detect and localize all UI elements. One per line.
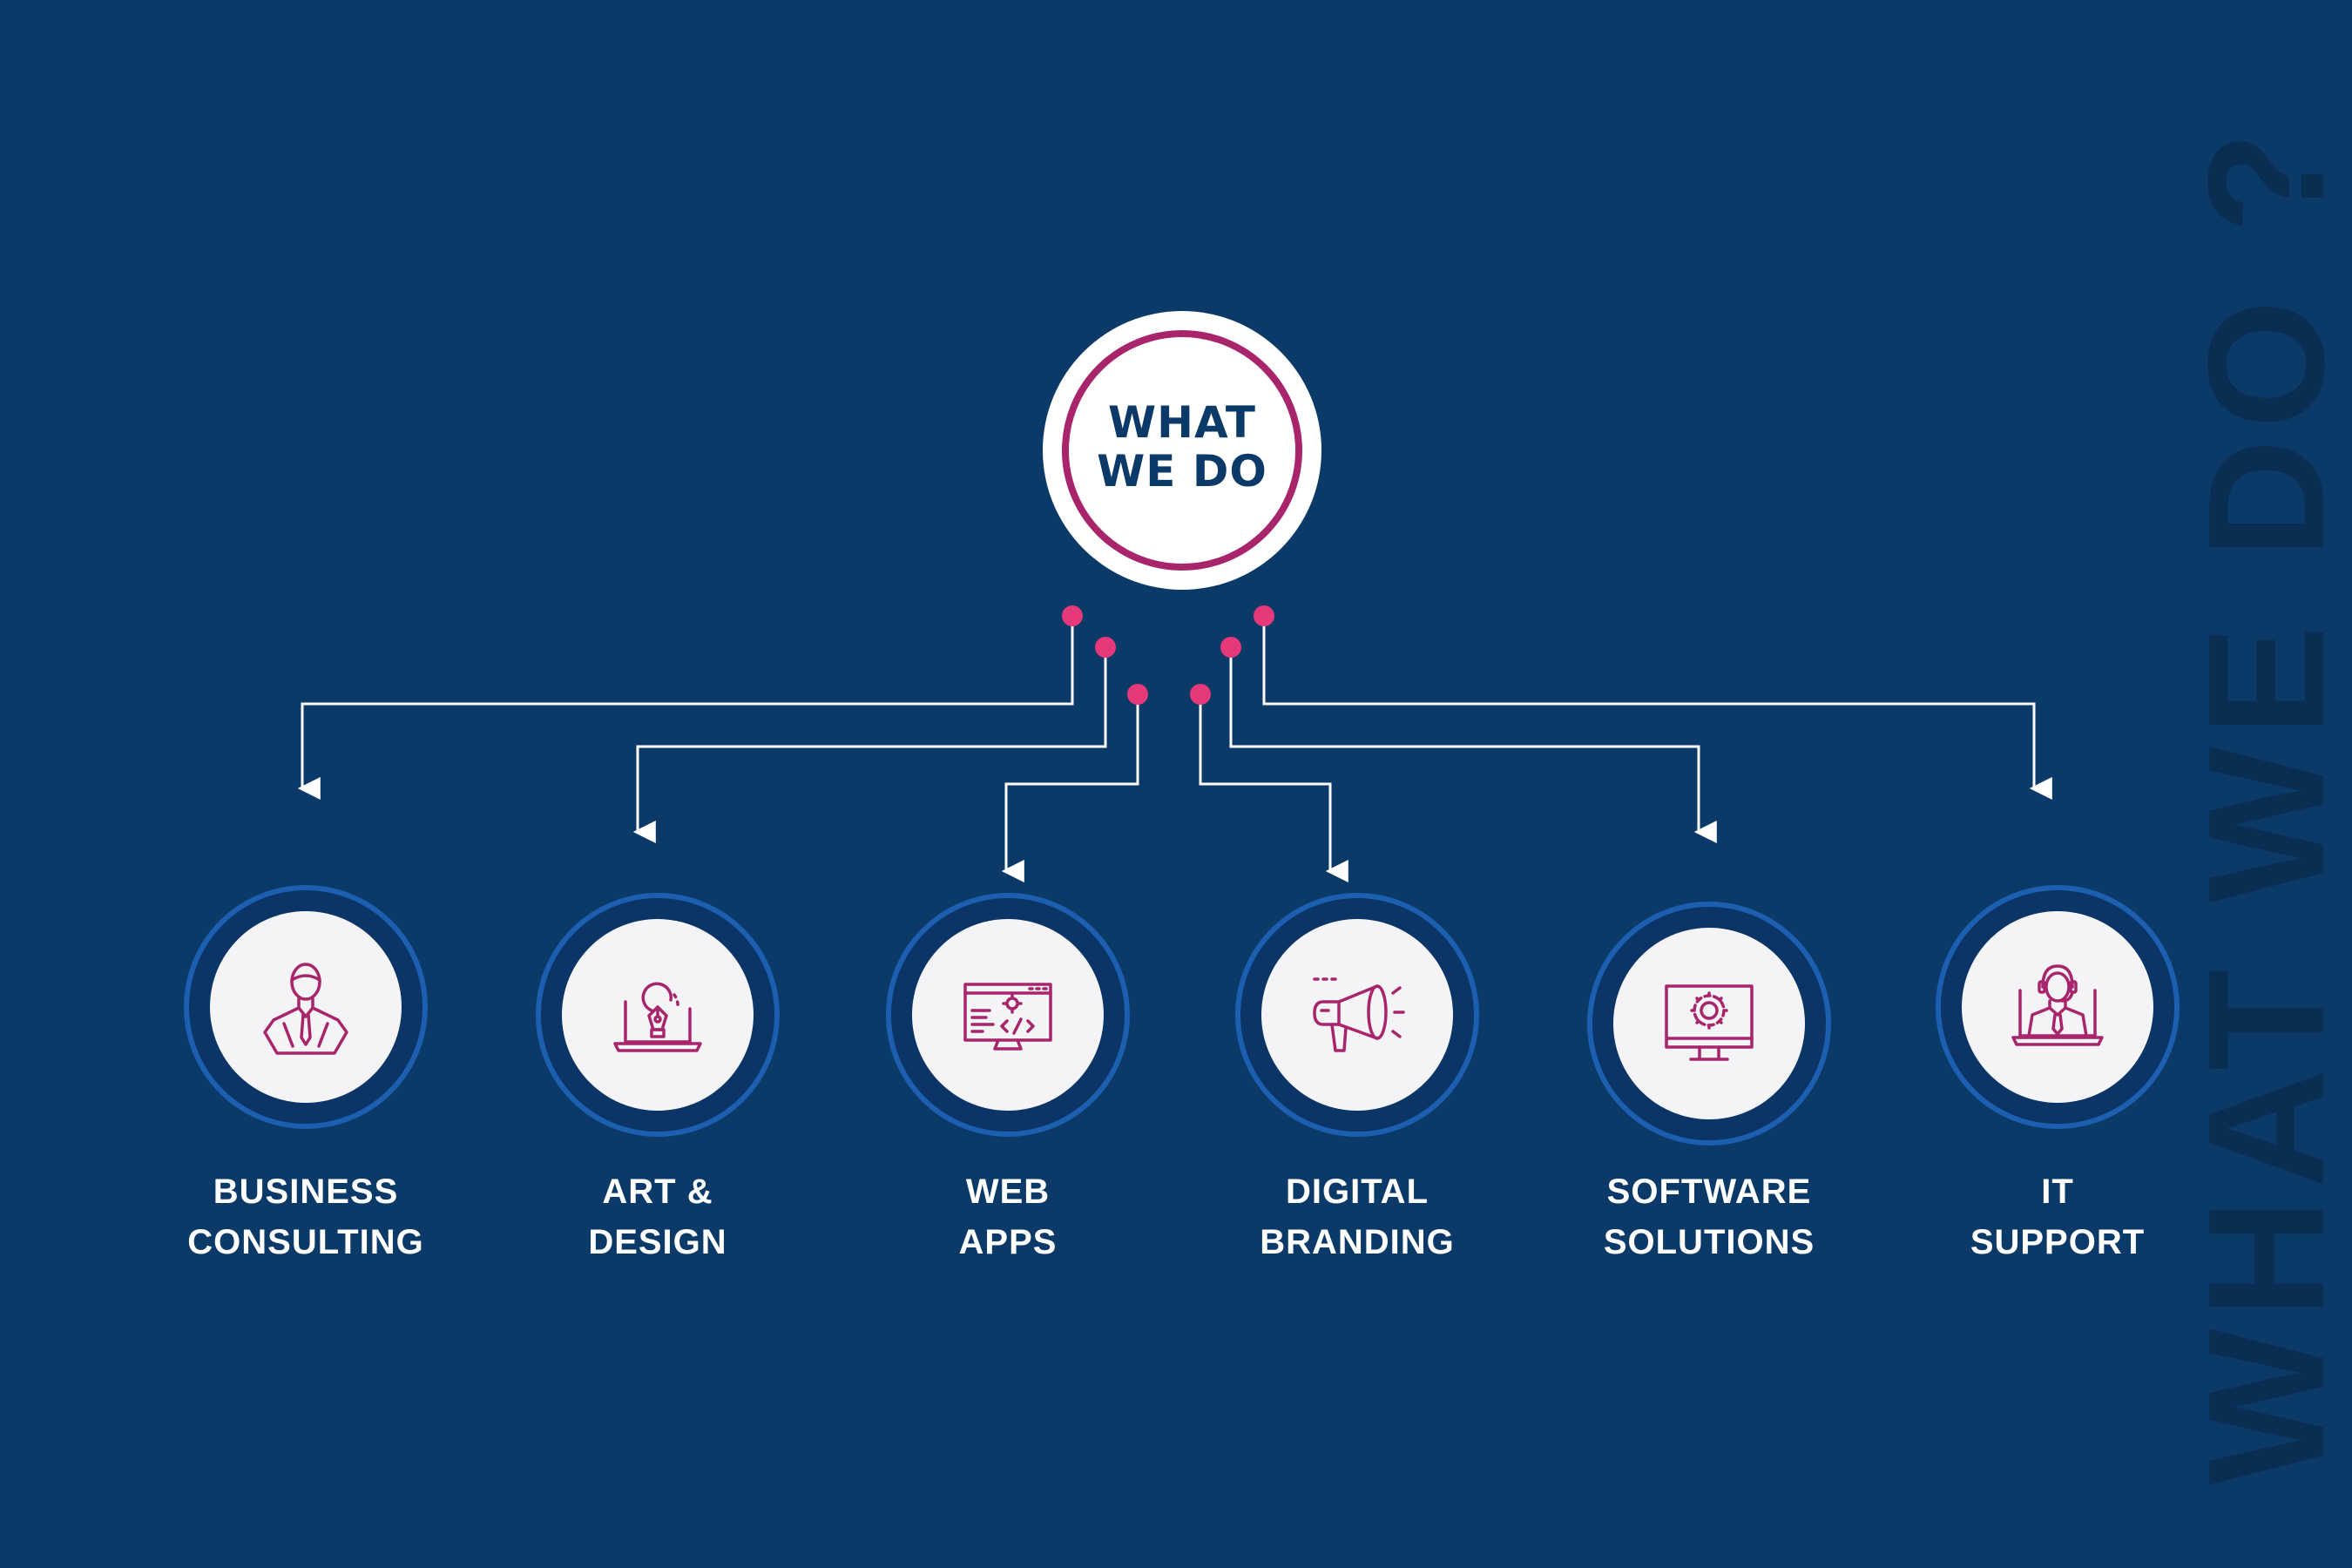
hub-ring [1062,330,1302,571]
service-label-line2: SOLUTIONS [1603,1223,1815,1261]
megaphone-icon [1313,977,1405,1052]
service-icon-disc [1962,911,2153,1103]
service-label-digital-branding: DIGITAL BRANDING [1183,1166,1531,1267]
monitor-gear-icon [1665,984,1754,1061]
side-title: WHAT WE DO ? [2174,98,2352,1509]
service-digital-branding [1235,893,1479,1137]
service-icon-disc [912,919,1104,1111]
service-label-line1: DIGITAL [1285,1173,1429,1211]
service-web-apps [886,893,1130,1137]
connector-art-design [632,647,1107,843]
service-label-line2: APPS [958,1223,1058,1261]
hub-title-line1: WHAT [1108,397,1256,448]
hub-title: WHAT WE DO [1043,398,1321,496]
service-icon-disc [1261,919,1453,1111]
service-icon-disc [210,911,402,1103]
service-label-line2: SUPPORT [1970,1223,2146,1261]
service-label-line2: BRANDING [1260,1223,1455,1261]
connector-dot [1190,684,1211,705]
service-label-line1: SOFTWARE [1606,1173,1812,1211]
pen-tool-laptop-icon [613,982,702,1052]
service-icon-disc [1613,928,1805,1119]
side-title-text: WHAT WE DO ? [2174,121,2352,1485]
hub-circle: WHAT WE DO [1043,311,1321,590]
connector-web-apps [1001,694,1139,882]
connector-dot [1220,637,1241,658]
service-label-line1: ART & [602,1173,713,1211]
service-label-line2: CONSULTING [187,1223,424,1261]
service-label-it-support: IT SUPPORT [1883,1166,2232,1267]
connector-software-solutions [1229,647,1717,843]
service-label-art-design: ART & DESIGN [483,1166,832,1267]
connector-dot [1127,684,1148,705]
service-label-line1: BUSINESS [213,1173,399,1211]
support-agent-icon [2011,964,2104,1046]
service-label-line1: IT [2041,1173,2074,1211]
connector-dot [1254,605,1274,626]
connector-it-support [1262,616,2052,800]
service-business-consulting [184,885,428,1129]
connector-dot [1062,605,1083,626]
hub-title-line2: WE DO [1097,446,1267,497]
connector-digital-branding [1199,694,1348,882]
code-window-icon [963,983,1052,1051]
businessman-icon [263,963,348,1055]
service-label-business-consulting: BUSINESS CONSULTING [132,1166,480,1267]
service-label-line1: WEB [965,1173,1051,1211]
connector-dot [1095,637,1116,658]
service-label-web-apps: WEB APPS [834,1166,1182,1267]
service-art-design [536,893,780,1137]
connector-business-consulting [297,616,1074,800]
service-label-line2: DESIGN [588,1223,727,1261]
service-it-support [1936,885,2180,1129]
service-software-solutions [1587,902,1831,1146]
service-label-software-solutions: SOFTWARE SOLUTIONS [1535,1166,1883,1267]
